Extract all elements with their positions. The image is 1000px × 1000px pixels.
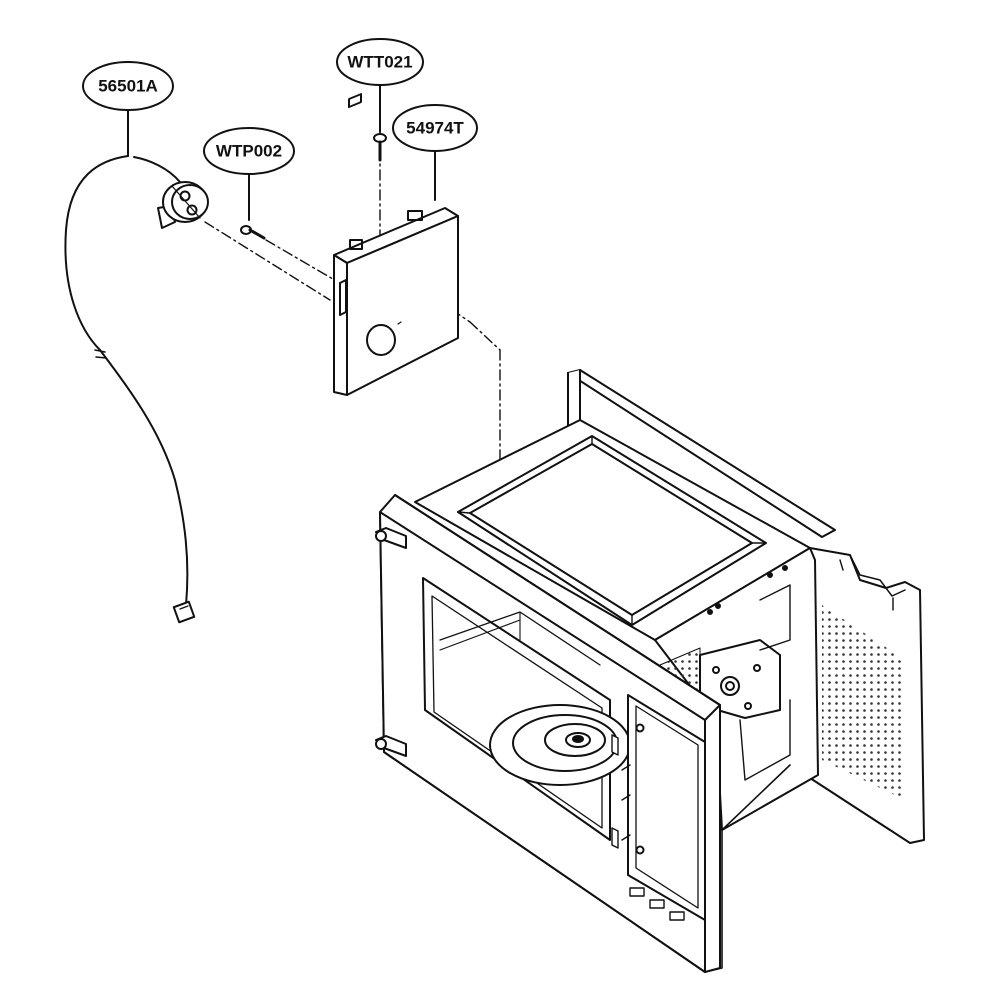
turntable bbox=[489, 704, 631, 786]
door-hinge-top bbox=[375, 527, 407, 549]
vent-mesh bbox=[822, 605, 905, 800]
callout-label-WTT021: WTT021 bbox=[347, 52, 412, 71]
door-hinge-bottom bbox=[375, 735, 407, 757]
callout-56501A[interactable]: 56501A bbox=[82, 61, 174, 157]
callout-WTT021[interactable]: WTT021 bbox=[336, 38, 424, 133]
callout-label-56501A: 56501A bbox=[98, 76, 158, 95]
callout-54974T[interactable]: 54974T bbox=[392, 104, 478, 201]
callout-label-54974T: 54974T bbox=[406, 118, 464, 137]
sensor-wire-harness bbox=[64, 155, 196, 624]
callout-WTP002[interactable]: WTP002 bbox=[203, 127, 295, 221]
thermistor-sensor bbox=[157, 181, 209, 229]
screw-wtt021 bbox=[373, 133, 387, 162]
microwave-cavity-assembly bbox=[375, 369, 925, 973]
sensor-mounting-bracket bbox=[333, 93, 459, 396]
callout-label-WTP002: WTP002 bbox=[216, 141, 282, 160]
screw-wtp002 bbox=[240, 225, 266, 240]
